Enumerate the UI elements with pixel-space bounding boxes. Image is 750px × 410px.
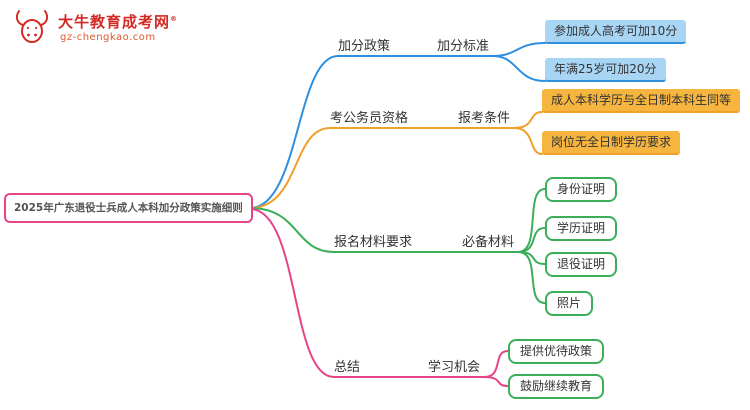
leaf-chengkao-10fen: 参加成人高考可加10分 — [545, 20, 687, 44]
orange-branch-line — [249, 127, 515, 209]
site-logo: 大牛教育成考网® gz-chengkao.com — [12, 8, 178, 44]
leaf-jixu-jiaoyu: 鼓励继续教育 — [508, 374, 605, 399]
logo-text: 大牛教育成考网® gz-chengkao.com — [58, 10, 178, 43]
root-node: 2025年广东退役士兵成人本科加分政策实施细则 — [4, 193, 253, 223]
leaf-xueli-tongdeng: 成人本科学历与全日制本科生同等 — [542, 89, 741, 113]
orange-leaf1-line — [513, 111, 543, 129]
bull-icon — [15, 10, 49, 43]
green-branch-line — [249, 207, 519, 253]
leaf-25sui-20fen: 年满25岁可加20分 — [545, 58, 666, 82]
pink-branch-line — [249, 208, 485, 378]
leaf-shenfen-zhengming: 身份证明 — [545, 177, 618, 202]
blue-leaf2-line — [492, 55, 546, 82]
green-leaf3-line — [517, 251, 546, 265]
pink-leaf1-line — [483, 350, 509, 378]
blue-leaf1-line — [492, 42, 546, 57]
leaf-youdai-zhengce: 提供优待政策 — [508, 339, 605, 364]
logo-url: gz-chengkao.com — [60, 31, 156, 43]
registered-mark: ® — [170, 14, 179, 23]
branch-label-jiafen-zhengce: 加分政策 — [338, 39, 391, 54]
orange-leaf2-line — [513, 127, 543, 155]
green-leaf1-line — [517, 188, 546, 253]
blue-branch-line — [249, 55, 494, 209]
leaf-gangwei-yaoqiu: 岗位无全日制学历要求 — [542, 131, 681, 155]
leaf-zhaopian: 照片 — [545, 291, 594, 316]
branch-label-zongjie: 总结 — [334, 360, 361, 375]
branch-child-baokao-tiaojian: 报考条件 — [458, 111, 511, 126]
pink-leaf2-line — [483, 376, 509, 387]
branch-label-baoming-cailiao: 报名材料要求 — [334, 235, 413, 250]
branch-child-bibei-cailiao: 必备材料 — [462, 235, 515, 250]
leaf-xueli-zhengming: 学历证明 — [545, 216, 618, 241]
branch-child-xuexi-jihui: 学习机会 — [428, 360, 481, 375]
logo-title: 大牛教育成考网® — [58, 12, 179, 31]
green-leaf4-line — [517, 251, 546, 304]
branch-label-kao-gongwuyuan: 考公务员资格 — [330, 111, 409, 126]
leaf-tuiyi-zhengming: 退役证明 — [545, 252, 618, 277]
branch-child-jiafen-biaozhun: 加分标准 — [437, 39, 490, 54]
